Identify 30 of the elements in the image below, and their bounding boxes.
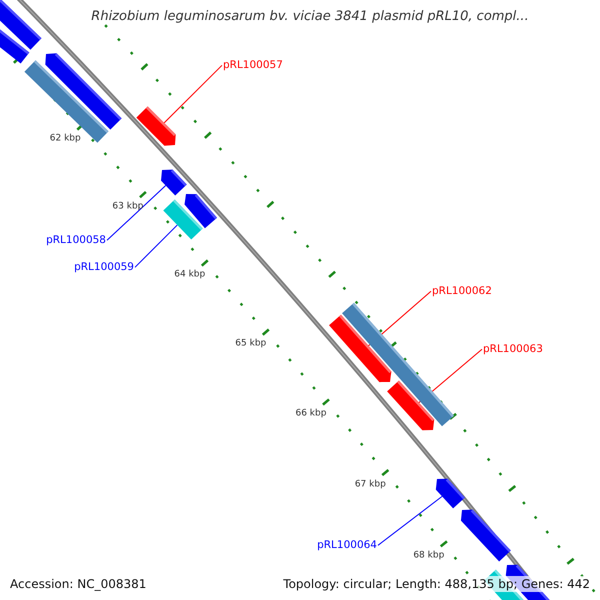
gene-feature [136,106,176,146]
leader-line [164,64,222,124]
gene-feature [0,0,42,50]
gene-feature [24,60,109,143]
leader-line [134,224,178,268]
summary-text: Topology: circular; Length: 488,135 bp; Genes: 442 [281,576,592,592]
scale-label: 63 kbp [112,201,144,212]
gene-label: pRL100057 [223,59,283,72]
gene-feature [0,26,30,64]
gene-label: pRL100063 [483,343,543,356]
gene-label: pRL100058 [46,234,106,247]
scale-label: 64 kbp [174,270,206,280]
gene-feature [329,314,392,382]
gene-feature [436,478,465,508]
scale-label: 68 kbp [413,550,444,562]
scale-label: 67 kbp [354,479,386,490]
accession-text: Accession: NC_008381 [8,576,148,592]
gene-label: pRL100059 [74,261,134,274]
title: Rhizobium leguminosarum bv. viciae 3841 plasmid pRL10, compl... [91,9,529,25]
gene-feature [161,170,187,196]
gene-feature [460,510,511,562]
leader-line [378,496,443,546]
gene-label: pRL100062 [432,285,492,298]
scale-label: 62 kbp [50,134,81,144]
leader-line [106,185,166,241]
scale-label: 66 kbp [296,408,326,420]
gene-feature [163,199,203,240]
gene-label: pRL100064 [317,539,377,552]
gene-feature [387,380,434,430]
scale-label: 65 kbp [235,338,266,350]
